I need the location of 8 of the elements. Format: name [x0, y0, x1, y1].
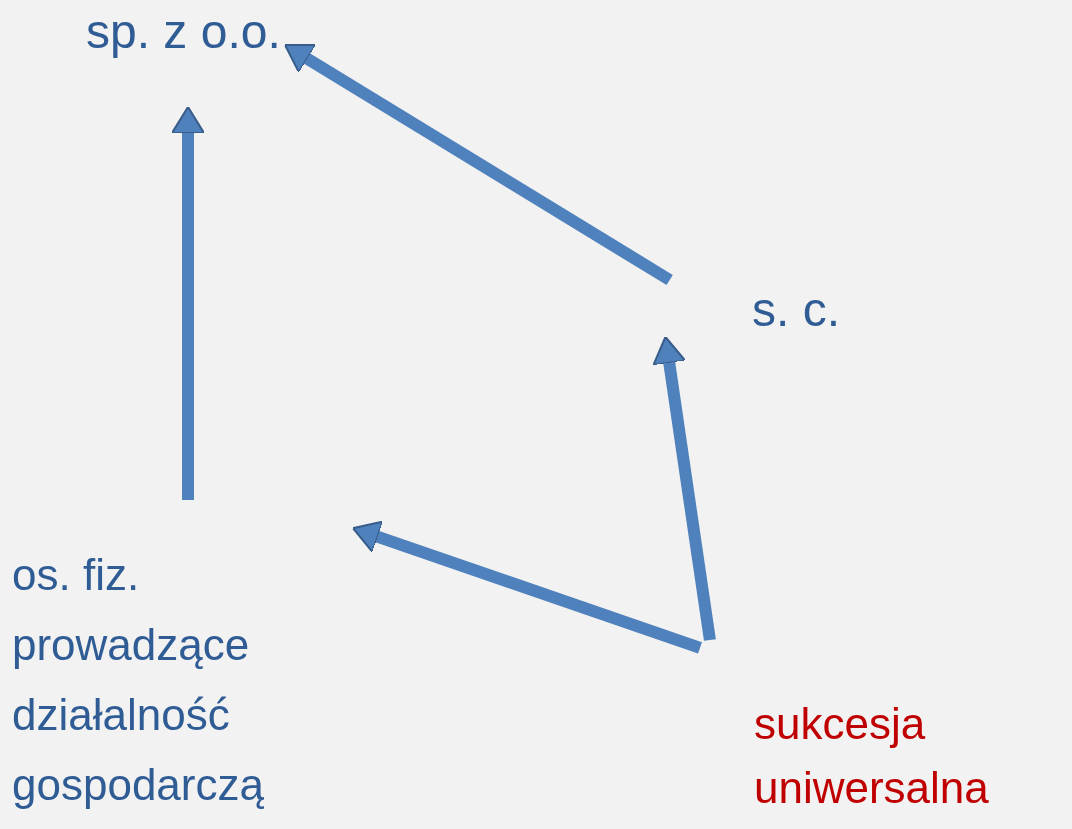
- node-label: os. fiz. prowadzące działalność gospodarczą: [12, 500, 352, 820]
- node-label: sp. z o.o.: [86, 0, 281, 66]
- arrow: [171, 106, 205, 500]
- arrow: [351, 520, 702, 654]
- node-label: sukcesja uniwersalna: [700, 640, 1070, 820]
- arrow: [652, 336, 716, 641]
- node-label: s. c.: [650, 280, 900, 336]
- arrow: [284, 43, 673, 286]
